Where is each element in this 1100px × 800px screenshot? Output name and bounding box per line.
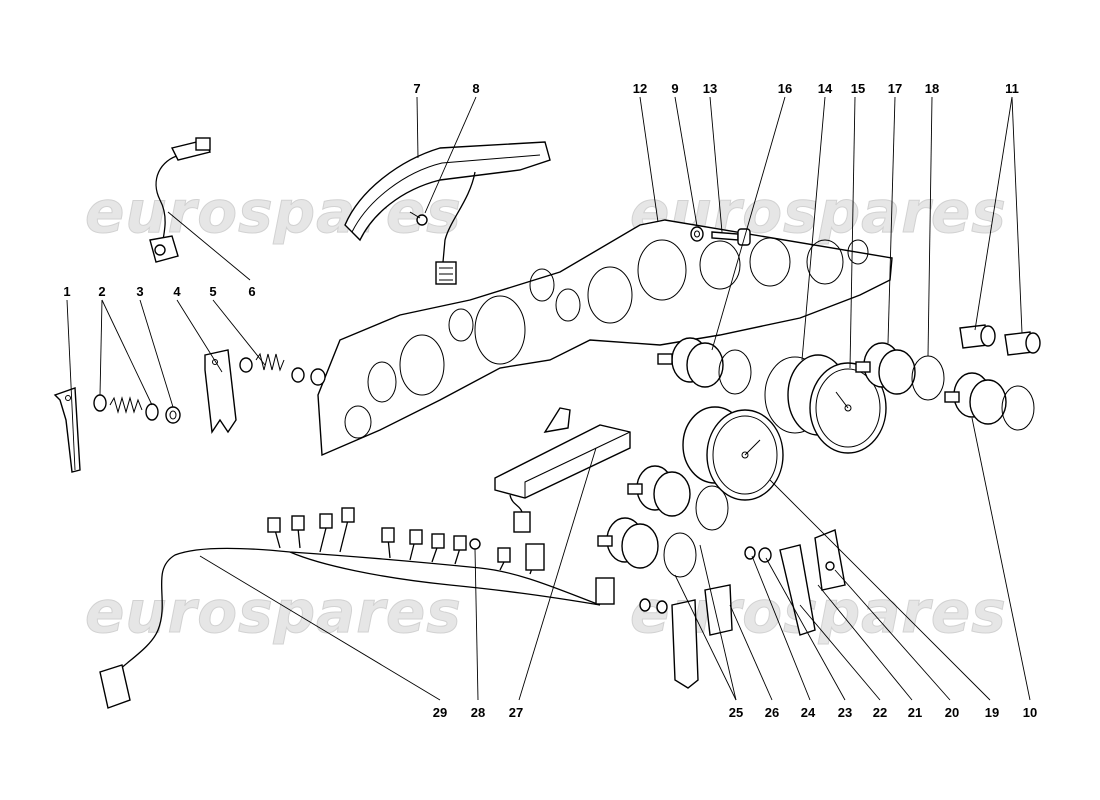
callout-28: 28 [471, 705, 485, 720]
part-upper-small-gauge [627, 465, 729, 531]
callout-25: 25 [729, 705, 743, 720]
callout-15: 15 [851, 81, 865, 96]
part-24-nut [744, 546, 756, 560]
part-bracket-clip [704, 584, 733, 636]
part-17-gauge [855, 342, 916, 395]
part-11-warning-lamps [959, 324, 1041, 356]
callout-7: 7 [413, 81, 420, 96]
callout-10: 10 [1023, 705, 1037, 720]
part-3-nut [165, 406, 181, 424]
part-29-wiring-harness [99, 507, 615, 709]
callout-23: 23 [838, 705, 852, 720]
callout-11: 11 [1005, 81, 1019, 96]
callout-12: 12 [633, 81, 647, 96]
part-8-screw [409, 211, 428, 226]
callout-26: 26 [765, 705, 779, 720]
part-18-bezel-ring [911, 355, 945, 401]
callout-14: 14 [818, 81, 833, 96]
callout-5: 5 [209, 284, 216, 299]
callout-2: 2 [98, 284, 105, 299]
callout-19: 19 [985, 705, 999, 720]
part-7-instrument-cover [344, 141, 551, 285]
callout-17: 17 [888, 81, 902, 96]
part-15-tachometer [787, 354, 887, 454]
callout-labels: 1 2 3 4 5 6 7 8 12 9 13 16 14 15 17 18 1… [63, 81, 1037, 720]
part-13-screw [711, 228, 751, 246]
part-4-bracket [204, 349, 237, 434]
callout-18: 18 [925, 81, 939, 96]
callout-27: 27 [509, 705, 523, 720]
part-23-washer [758, 547, 772, 563]
callout-13: 13 [703, 81, 717, 96]
part-28-clip [469, 538, 481, 550]
watermark-bottom-left: eurospares [85, 578, 462, 646]
part-12-dashboard-panel [317, 219, 893, 457]
callout-6: 6 [248, 284, 255, 299]
part-25-bracket [639, 598, 699, 689]
part-9-washer [690, 226, 704, 242]
part-20-bracket [814, 529, 846, 591]
part-26-small-gauge [597, 517, 697, 578]
part-10-gauge [944, 372, 1035, 431]
callout-24: 24 [801, 705, 816, 720]
part-1-bracket [53, 387, 81, 473]
callout-1: 1 [63, 284, 70, 299]
part-19-speedometer [682, 406, 784, 501]
callout-4: 4 [173, 284, 181, 299]
part-16-gauge [657, 337, 752, 395]
callout-16: 16 [778, 81, 792, 96]
callout-20: 20 [945, 705, 959, 720]
leader-lines [66, 96, 1031, 701]
callout-8: 8 [472, 81, 479, 96]
callout-9: 9 [671, 81, 678, 96]
callout-22: 22 [873, 705, 887, 720]
part-2-spring [109, 396, 143, 414]
callout-3: 3 [136, 284, 143, 299]
callout-29: 29 [433, 705, 447, 720]
part-2-washers [93, 394, 159, 421]
part-5-spring-washers [239, 352, 326, 386]
part-27-connector-bar [494, 407, 631, 533]
callout-21: 21 [908, 705, 922, 720]
part-6-sensor-cable [149, 137, 211, 263]
